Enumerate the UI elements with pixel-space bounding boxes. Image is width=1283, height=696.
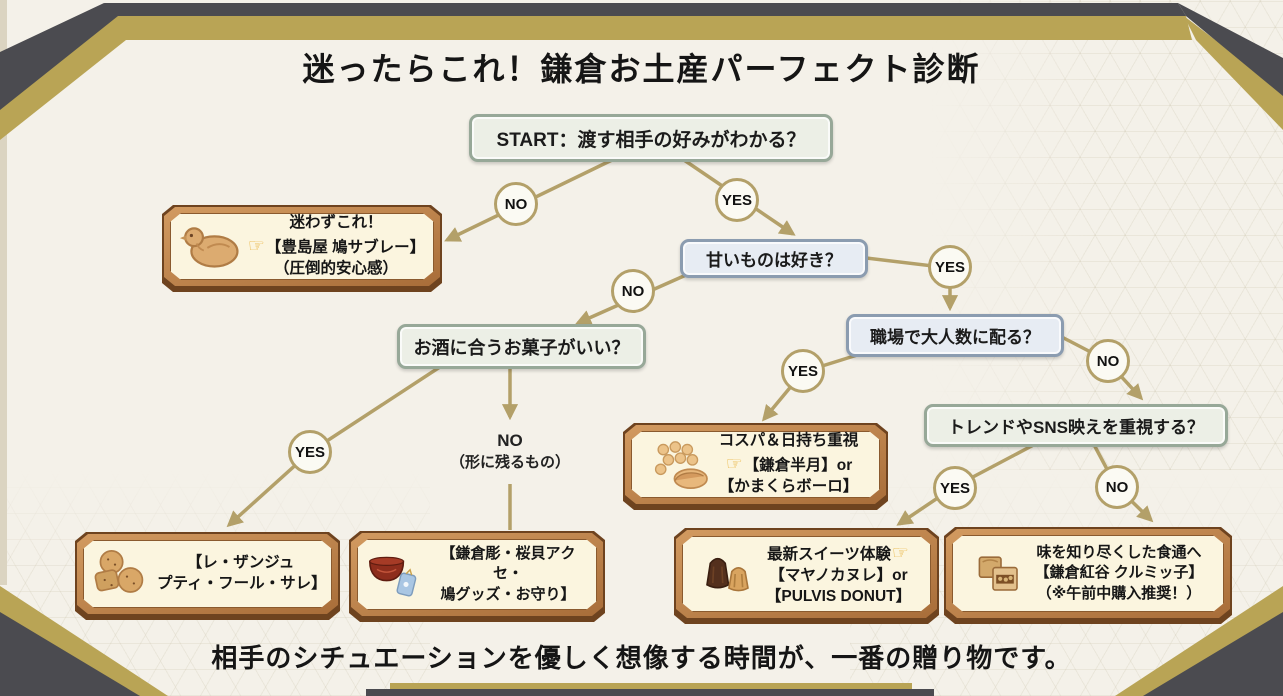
- question-sns-label: トレンドやSNS映えを重視する？: [948, 418, 1204, 437]
- start-node: START：渡す相手の好みがわかる？: [469, 114, 833, 162]
- question-sweet-label: 甘いものは好き？: [706, 251, 842, 270]
- result-line: （圧倒的安心感）: [273, 260, 398, 278]
- pointing-finger-icon: ☞: [891, 542, 909, 564]
- result-card-les-anges: 【レ・ザンジュ プティ・フール・サレ】: [75, 532, 340, 620]
- result-line: 【鎌倉彫・桜貝アクセ・: [440, 545, 576, 583]
- result-line: （※午前中購入推奨！）: [1036, 584, 1202, 602]
- result-line: 【マヤノカヌレ】or: [769, 566, 908, 584]
- result-line: 味を知り尽くした食通へ: [1036, 544, 1202, 562]
- yes-badge-office: YES: [781, 349, 825, 393]
- page-title: 迷ったらこれ！鎌倉お土産パーフェクト診断: [302, 51, 981, 87]
- no-badge-start: NO: [494, 182, 538, 226]
- result-line: 最新スイーツ体験☞: [767, 542, 909, 564]
- yes-badge-sweet: YES: [928, 245, 972, 289]
- walnut-caramel-icon: [973, 550, 1029, 598]
- no-badge-sns: NO: [1095, 465, 1139, 509]
- page-edge-strip: [0, 0, 7, 585]
- pointing-finger-icon: ☞: [725, 453, 743, 475]
- result-card-crafts: 【鎌倉彫・桜貝アクセ・ 鳩グッズ・お守り】: [349, 531, 605, 622]
- result-line: ☞【鎌倉半月】or: [725, 453, 853, 475]
- result-card-hato-sable: 迷わずこれ！ ☞【豊島屋 鳩サブレー】 （圧倒的安心感）: [162, 205, 442, 292]
- canele-icon: [702, 550, 760, 598]
- question-alcohol-label: お酒に合うお菓子がいい？: [413, 337, 630, 358]
- result-line: ☞【豊島屋 鳩サブレー】: [247, 235, 426, 257]
- result-line: プティ・フール・サレ】: [157, 575, 327, 592]
- yes-badge-sns: YES: [933, 466, 977, 510]
- question-node-alcohol: お酒に合うお菓子がいい？: [397, 324, 646, 369]
- question-node-office: 職場で大人数に配る？: [846, 314, 1064, 357]
- savory-cookies-icon: [91, 549, 151, 599]
- result-line: 【かまくらボーロ】: [718, 478, 859, 496]
- result-line: 【鎌倉紅谷 クルミッ子】: [1034, 564, 1204, 582]
- no-badge-sweet: NO: [611, 269, 655, 313]
- result-card-cospa: コスパ＆日持ち重視 ☞【鎌倉半月】or 【かまくらボーロ】: [623, 423, 888, 510]
- yes-badge-alcohol: YES: [288, 430, 332, 474]
- dove-cookie-icon: [179, 221, 241, 273]
- result-line: 【PULVIS DONUT】: [765, 587, 912, 605]
- result-line: 【レ・ザンジュ: [186, 554, 295, 572]
- question-office-label: 職場で大人数に配る？: [870, 328, 1040, 347]
- no-badge-office: NO: [1086, 339, 1130, 383]
- result-card-kurumicco: 味を知り尽くした食通へ 【鎌倉紅谷 クルミッ子】 （※午前中購入推奨！）: [944, 527, 1232, 624]
- result-line: コスパ＆日持ち重視: [718, 432, 859, 450]
- result-card-canele-donut: 最新スイーツ体験☞ 【マヤノカヌレ】or 【PULVIS DONUT】: [674, 528, 939, 624]
- start-node-label: START：渡す相手の好みがわかる？: [496, 129, 806, 151]
- question-node-sns: トレンドやSNS映えを重視する？: [924, 404, 1228, 447]
- no-keepsake-label: NO （形に残るもの）: [449, 431, 570, 471]
- lacquer-bowl-charm-icon: [365, 551, 421, 599]
- result-line: 迷わずこれ！: [289, 214, 383, 232]
- closing-message: 相手のシチュエーションを優しく想像する時間が、一番の贈り物です。: [211, 644, 1072, 673]
- question-node-sweet: 甘いものは好き？: [680, 239, 868, 278]
- pointing-finger-icon: ☞: [247, 235, 265, 257]
- result-line: 鳩グッズ・お守り】: [440, 585, 576, 603]
- boro-cookies-icon: [653, 440, 713, 490]
- yes-badge-start: YES: [715, 178, 759, 222]
